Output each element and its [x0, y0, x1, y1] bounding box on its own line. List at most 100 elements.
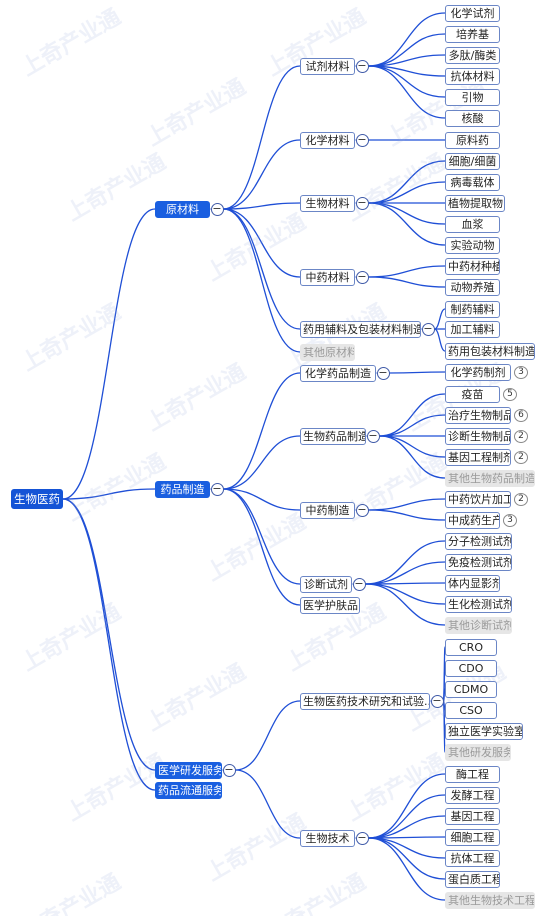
collapse-toggle-icon[interactable]: −	[421, 321, 435, 336]
branch-node[interactable]: 药品制造	[155, 480, 210, 498]
leaf-node[interactable]: 蛋白质工程	[445, 870, 500, 888]
category-node[interactable]: 医学护肤品	[300, 596, 360, 614]
connector-line	[365, 540, 446, 585]
connector-line	[223, 488, 301, 511]
collapse-toggle-icon[interactable]: −	[352, 576, 366, 591]
connector-line	[379, 435, 446, 479]
branch-node[interactable]: 药品流通服务	[155, 781, 222, 799]
connector-line	[368, 202, 446, 246]
category-node[interactable]: 化学药品制造	[300, 364, 376, 382]
category-node[interactable]: 生物医药技术研究和试验...	[300, 692, 430, 710]
leaf-node[interactable]: 免疫检测试剂	[445, 553, 512, 571]
child-count-badge[interactable]: 3	[514, 365, 528, 379]
category-node[interactable]: 试剂材料	[300, 57, 355, 75]
leaf-node[interactable]: 分子检测试剂	[445, 532, 512, 550]
collapse-toggle-icon[interactable]: −	[355, 830, 369, 845]
leaf-node[interactable]: 血浆	[445, 215, 500, 233]
leaf-node[interactable]: 植物提取物	[445, 194, 505, 212]
connector-line	[223, 435, 301, 490]
category-node[interactable]: 生物药品制造	[300, 427, 366, 445]
connector-line	[434, 308, 446, 330]
connector-line	[368, 837, 446, 859]
leaf-node[interactable]: 化学试剂	[445, 4, 500, 22]
leaf-node[interactable]: 酶工程	[445, 765, 500, 783]
leaf-node[interactable]: 其他生物技术工程	[445, 891, 535, 909]
leaf-node[interactable]: 基因工程制剂	[445, 448, 511, 466]
leaf-node[interactable]: 其他生物药品制造	[445, 469, 535, 487]
connector-line	[389, 371, 446, 374]
category-node[interactable]: 其他原材料	[300, 343, 355, 361]
connector-line	[379, 435, 446, 458]
leaf-node[interactable]: 药用包装材料制造	[445, 342, 535, 360]
leaf-node[interactable]: 中药饮片加工	[445, 490, 511, 508]
leaf-node[interactable]: 培养基	[445, 25, 500, 43]
leaf-node[interactable]: 抗体材料	[445, 67, 500, 85]
root-node[interactable]: 生物医药	[11, 489, 63, 509]
leaf-node[interactable]: 发酵工程	[445, 786, 500, 804]
leaf-node[interactable]: 核酸	[445, 109, 500, 127]
leaf-node[interactable]: 治疗生物制品	[445, 406, 511, 424]
branch-node[interactable]: 医学研发服务	[155, 761, 222, 779]
leaf-node[interactable]: 中药材种植	[445, 257, 500, 275]
leaf-node[interactable]: 疫苗	[445, 385, 500, 403]
category-node[interactable]: 中药材料	[300, 268, 355, 286]
branch-node[interactable]: 原材料	[155, 200, 210, 218]
leaf-node[interactable]: 生化检测试剂	[445, 595, 512, 613]
collapse-toggle-icon[interactable]: −	[430, 693, 444, 708]
collapse-toggle-icon[interactable]: −	[355, 195, 369, 210]
leaf-node[interactable]: CSO	[445, 701, 497, 719]
category-node[interactable]: 生物技术	[300, 829, 355, 847]
leaf-node[interactable]: 独立医学实验室	[445, 722, 523, 740]
collapse-toggle-icon[interactable]: −	[376, 365, 390, 380]
leaf-node[interactable]: 动物养殖	[445, 278, 500, 296]
leaf-node[interactable]: 其他研发服务	[445, 743, 511, 761]
collapse-toggle-icon[interactable]: −	[210, 201, 224, 216]
leaf-node[interactable]: 原料药	[445, 131, 500, 149]
leaf-node[interactable]: 其他诊断试剂	[445, 616, 512, 634]
child-count-badge[interactable]: 2	[514, 492, 528, 506]
collapse-toggle-icon[interactable]: −	[355, 132, 369, 147]
connector-line	[368, 794, 446, 839]
child-count-badge[interactable]: 3	[503, 513, 517, 527]
child-count-badge[interactable]: 2	[514, 450, 528, 464]
connector-line	[368, 160, 446, 204]
leaf-node[interactable]: 多肽/酶类	[445, 46, 500, 64]
leaf-node[interactable]: 制药辅料	[445, 300, 500, 318]
child-count-badge[interactable]: 5	[503, 387, 517, 401]
leaf-node[interactable]: CRO	[445, 638, 497, 656]
child-count-badge[interactable]: 2	[514, 429, 528, 443]
connector-line	[368, 276, 446, 288]
leaf-node[interactable]: 诊断生物制品	[445, 427, 511, 445]
leaf-node[interactable]: 抗体工程	[445, 849, 500, 867]
leaf-node[interactable]: 引物	[445, 88, 500, 106]
leaf-node[interactable]: 加工辅料	[445, 320, 500, 338]
leaf-node[interactable]: 实验动物	[445, 236, 500, 254]
leaf-node[interactable]: 基因工程	[445, 807, 500, 825]
child-count-badge[interactable]: 6	[514, 408, 528, 422]
connector-line	[223, 488, 301, 606]
collapse-toggle-icon[interactable]: −	[210, 481, 224, 496]
connector-line	[62, 208, 156, 500]
leaf-node[interactable]: 细胞工程	[445, 828, 500, 846]
category-node[interactable]: 生物材料	[300, 194, 355, 212]
category-node[interactable]: 诊断试剂	[300, 575, 352, 593]
connector-line	[368, 498, 446, 511]
leaf-node[interactable]: CDMO	[445, 680, 497, 698]
leaf-node[interactable]: 体内显影剂	[445, 574, 500, 592]
category-node[interactable]: 中药制造	[300, 501, 355, 519]
leaf-node[interactable]: 化学药制剂	[445, 363, 511, 381]
connector-line	[368, 837, 446, 880]
leaf-node[interactable]: 病毒载体	[445, 173, 500, 191]
collapse-toggle-icon[interactable]: −	[355, 269, 369, 284]
leaf-node[interactable]: CDO	[445, 659, 497, 677]
category-node[interactable]: 化学材料	[300, 131, 355, 149]
leaf-node[interactable]: 中成药生产	[445, 511, 500, 529]
connector-line	[442, 700, 446, 753]
collapse-toggle-icon[interactable]: −	[355, 502, 369, 517]
category-node[interactable]: 药用辅料及包装材料制造	[300, 320, 421, 338]
collapse-toggle-icon[interactable]: −	[222, 762, 236, 777]
connector-line	[368, 54, 446, 67]
leaf-node[interactable]: 细胞/细菌	[445, 152, 500, 170]
collapse-toggle-icon[interactable]: −	[366, 428, 380, 443]
collapse-toggle-icon[interactable]: −	[355, 58, 369, 73]
